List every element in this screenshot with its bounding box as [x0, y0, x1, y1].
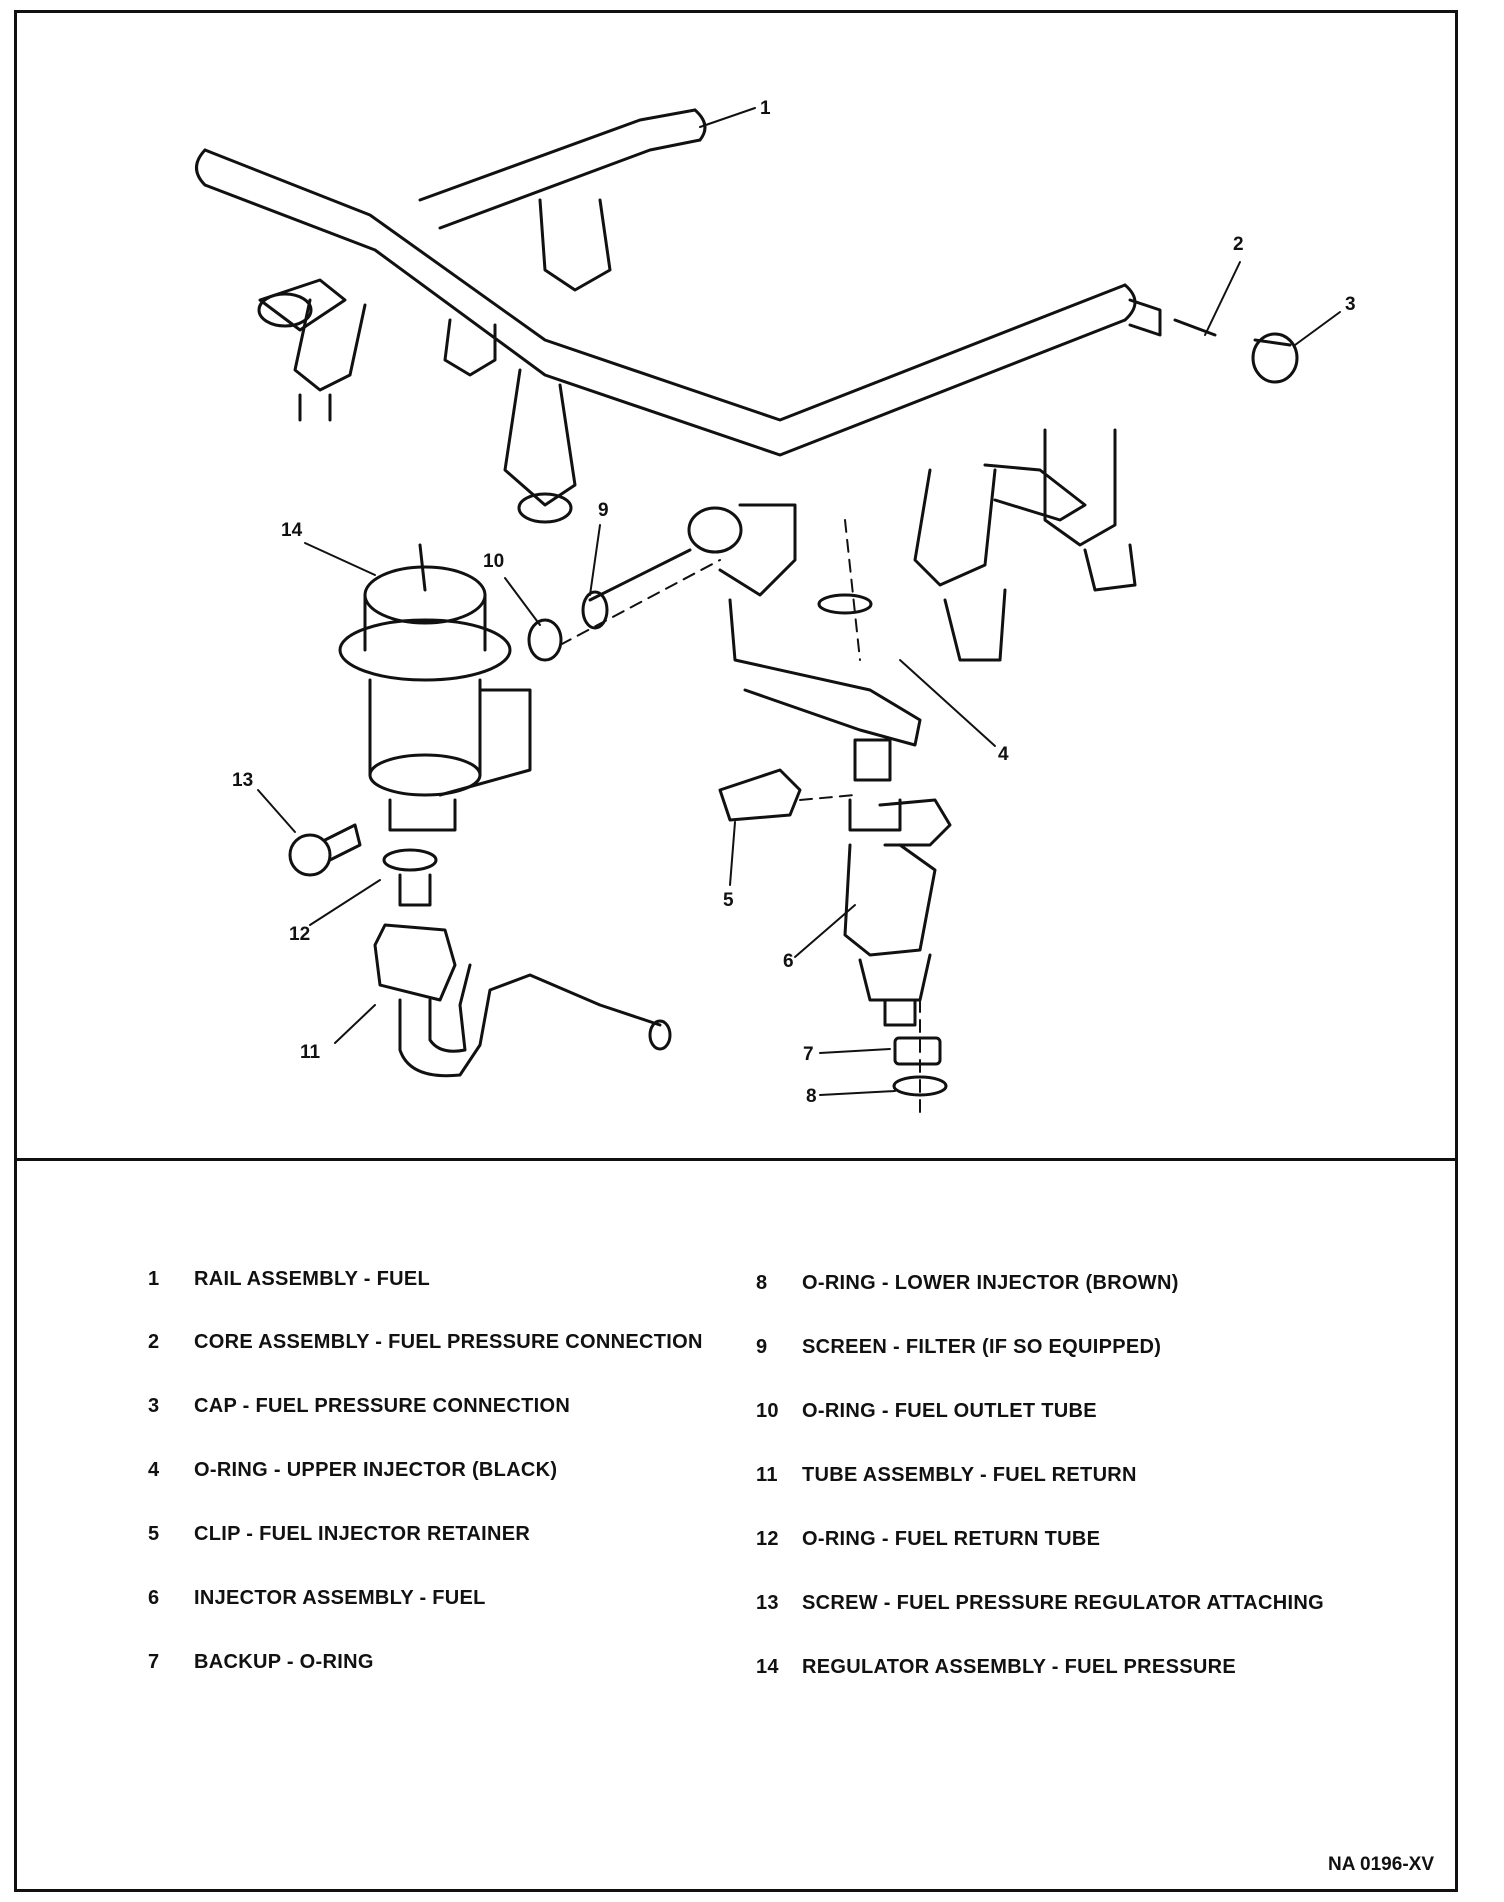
legend-item: 12 O-RING - FUEL RETURN TUBE	[756, 1528, 1100, 1551]
legend-text: REGULATOR ASSEMBLY - FUEL PRESSURE	[802, 1656, 1236, 1678]
callout-11: 11	[300, 1042, 321, 1063]
callout-10: 10	[483, 551, 504, 572]
o-rings	[382, 593, 948, 1097]
legend-text: O-RING - LOWER INJECTOR (BROWN)	[802, 1272, 1179, 1294]
legend-number: 12	[756, 1528, 779, 1550]
legend-text: SCREW - FUEL PRESSURE REGULATOR ATTACHIN…	[802, 1592, 1324, 1614]
legend-number: 2	[148, 1331, 160, 1353]
callout-5: 5	[723, 890, 734, 911]
legend-item: 3 CAP - FUEL PRESSURE CONNECTION	[148, 1395, 570, 1418]
legend-text: O-RING - UPPER INJECTOR (BLACK)	[194, 1459, 558, 1481]
legend-item: 6 INJECTOR ASSEMBLY - FUEL	[148, 1587, 486, 1610]
callout-6: 6	[783, 951, 794, 972]
legend-item: 11 TUBE ASSEMBLY - FUEL RETURN	[756, 1464, 1137, 1487]
callout-12: 12	[289, 924, 310, 945]
callout-1: 1	[760, 98, 771, 119]
legend-text: O-RING - FUEL OUTLET TUBE	[802, 1400, 1097, 1422]
rail-injectors	[293, 198, 1137, 662]
legend-text: TUBE ASSEMBLY - FUEL RETURN	[802, 1464, 1137, 1486]
legend-item: 8 O-RING - LOWER INJECTOR (BROWN)	[756, 1272, 1179, 1295]
outlet-fitting	[687, 503, 922, 747]
callout-13: 13	[232, 770, 253, 791]
legend-item: 4 O-RING - UPPER INJECTOR (BLACK)	[148, 1459, 557, 1482]
filter-screen-part	[581, 548, 692, 630]
pressure-regulator	[338, 543, 532, 832]
fuel-injector	[843, 738, 952, 1027]
legend-number: 13	[756, 1592, 779, 1614]
fuel-rail-tubes	[195, 108, 1137, 457]
callout-leaders	[257, 107, 1341, 1096]
legend-number: 7	[148, 1651, 160, 1673]
legend-number: 14	[756, 1656, 779, 1678]
legend-number: 6	[148, 1587, 160, 1609]
legend-text: BACKUP - O-RING	[194, 1651, 374, 1673]
legend-number: 4	[148, 1459, 160, 1481]
callout-3: 3	[1345, 294, 1356, 315]
legend-item: 13 SCREW - FUEL PRESSURE REGULATOR ATTACH…	[756, 1592, 1324, 1615]
fuel-rail-exploded-illustration: 1 2 3 4 5 6 7 8 9 10 11 12 13 14	[195, 98, 1356, 1121]
legend-text: RAIL ASSEMBLY - FUEL	[194, 1268, 431, 1290]
diagram-frame	[14, 10, 1458, 1892]
drawing-code: NA 0196-XV	[1328, 1854, 1434, 1875]
regulator-screw	[288, 823, 362, 877]
legend-number: 10	[756, 1400, 779, 1422]
legend-item: 14 REGULATOR ASSEMBLY - FUEL PRESSURE	[756, 1656, 1236, 1679]
legend-text: INJECTOR ASSEMBLY - FUEL	[194, 1587, 486, 1609]
legend-item: 10 O-RING - FUEL OUTLET TUBE	[756, 1400, 1097, 1423]
legend-number: 1	[148, 1268, 160, 1290]
injector-clip	[718, 768, 802, 822]
legend-text: CAP - FUEL PRESSURE CONNECTION	[194, 1395, 571, 1417]
callout-9: 9	[598, 500, 609, 521]
legend-divider	[14, 1158, 1458, 1161]
legend-number: 11	[756, 1464, 778, 1486]
legend-text: CORE ASSEMBLY - FUEL PRESSURE CONNECTION	[194, 1331, 703, 1353]
legend-text: O-RING - FUEL RETURN TUBE	[802, 1528, 1101, 1550]
legend-item: 1 RAIL ASSEMBLY - FUEL	[148, 1268, 430, 1291]
fuel-return-tube	[373, 873, 672, 1078]
assembly-centerlines	[559, 519, 921, 1121]
legend-item: 5 CLIP - FUEL INJECTOR RETAINER	[148, 1523, 530, 1546]
legend-text: SCREEN - FILTER (IF SO EQUIPPED)	[802, 1336, 1162, 1358]
pressure-connection-parts	[1128, 298, 1299, 384]
legend-number: 9	[756, 1336, 768, 1358]
legend-item: 9 SCREEN - FILTER (IF SO EQUIPPED)	[756, 1336, 1161, 1359]
callout-7: 7	[803, 1044, 814, 1065]
legend-item: 2 CORE ASSEMBLY - FUEL PRESSURE CONNECTIO…	[148, 1331, 703, 1354]
legend-number: 3	[148, 1395, 160, 1417]
callout-8: 8	[806, 1086, 817, 1107]
legend-number: 8	[756, 1272, 768, 1294]
callout-4: 4	[998, 744, 1009, 765]
rail-brackets	[257, 278, 1087, 524]
callout-14: 14	[281, 520, 303, 541]
callout-numbers: 1 2 3 4 5 6 7 8 9 10 11 12 13 14	[232, 98, 1356, 1107]
callout-2: 2	[1233, 234, 1244, 255]
legend-text: CLIP - FUEL INJECTOR RETAINER	[194, 1523, 531, 1545]
legend-number: 5	[148, 1523, 160, 1545]
legend-item: 7 BACKUP - O-RING	[148, 1651, 374, 1674]
